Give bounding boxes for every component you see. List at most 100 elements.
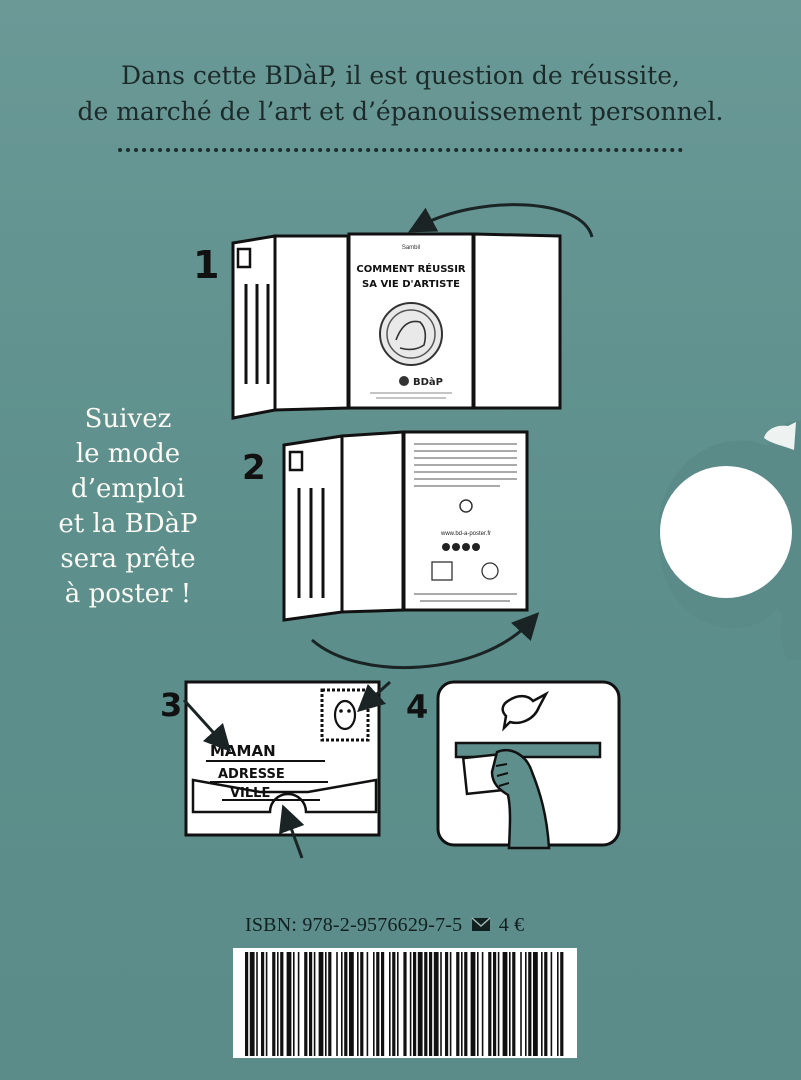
barcode-bar bbox=[509, 952, 511, 1056]
barcode-bar bbox=[481, 952, 484, 1056]
barcode-bar bbox=[560, 952, 564, 1056]
barcode-bar bbox=[533, 952, 538, 1056]
barcode-bar bbox=[464, 952, 468, 1056]
portrait-medallion-icon bbox=[379, 302, 443, 366]
booklet-1-right-panel bbox=[472, 232, 562, 410]
booklet-2-back-page bbox=[402, 430, 529, 612]
instructions-line-5: sera prête bbox=[60, 544, 196, 574]
dove-icon bbox=[501, 690, 550, 732]
booklet-2-window-icon bbox=[288, 450, 304, 472]
booklet-title-line-1: COMMENT RÉUSSIR bbox=[356, 262, 466, 275]
barcode-bar bbox=[381, 952, 385, 1056]
intro-text: Dans cette BDàP, il est question de réus… bbox=[0, 58, 801, 130]
barcode-bar bbox=[429, 952, 433, 1056]
barcode-bar bbox=[557, 952, 559, 1056]
barcode-bar bbox=[502, 952, 508, 1056]
booklet-2-inner-panel bbox=[340, 430, 405, 614]
mail-slot bbox=[454, 741, 602, 759]
barcode-bar bbox=[336, 952, 338, 1056]
step-3-number: 3 bbox=[160, 686, 182, 724]
barcode-bar bbox=[344, 952, 348, 1056]
booklet-2-spine bbox=[282, 434, 344, 622]
stamp-arrow bbox=[357, 680, 392, 713]
instructions-line-2: le mode bbox=[75, 439, 181, 469]
barcode-bar bbox=[280, 952, 284, 1056]
barcode-bar bbox=[477, 952, 479, 1056]
price: 4 € bbox=[498, 914, 525, 936]
envelope-address: ADRESSE bbox=[218, 767, 285, 782]
barcode-bar bbox=[520, 952, 522, 1056]
step-4-number: 4 bbox=[406, 688, 428, 726]
barcode-bar bbox=[409, 952, 412, 1056]
instructions-line-6: à poster ! bbox=[64, 579, 192, 609]
dotted-divider bbox=[118, 148, 683, 152]
intro-line-1: Dans cette BDàP, il est question de réus… bbox=[121, 61, 680, 90]
booklet-website: www.bd-a-poster.fr bbox=[440, 531, 491, 537]
barcode-bar bbox=[449, 952, 452, 1056]
fold-arrow-2 bbox=[311, 612, 540, 669]
barcode-bar bbox=[304, 952, 308, 1056]
envelope-name: MAMAN bbox=[210, 742, 276, 760]
booklet-title-line-2: SA VIE D'ARTISTE bbox=[362, 279, 460, 290]
barcode-bar bbox=[265, 952, 268, 1056]
barcode-bar bbox=[397, 952, 399, 1056]
thumb-cutout bbox=[660, 466, 792, 598]
barcode-bar bbox=[249, 952, 255, 1056]
booklet-author: Sambil bbox=[402, 245, 420, 251]
barcode-bar bbox=[360, 952, 364, 1056]
barcode-bar bbox=[272, 952, 276, 1056]
barcode-bar bbox=[488, 952, 492, 1056]
barcode-bar bbox=[349, 952, 354, 1056]
pull-tab[interactable] bbox=[656, 420, 801, 660]
barcode-bar bbox=[357, 952, 359, 1056]
barcode-bar bbox=[497, 952, 500, 1056]
barcode-bar bbox=[528, 952, 532, 1056]
fold-arrow-1 bbox=[408, 203, 594, 238]
barcode-bar bbox=[392, 952, 396, 1056]
partner-logo-icon bbox=[481, 562, 499, 580]
seal-arrow bbox=[278, 804, 305, 859]
barcode-bar bbox=[328, 952, 332, 1056]
barcode-bar bbox=[493, 952, 497, 1056]
instructions-text: Suivez le mode d’emploi et la BDàP sera … bbox=[28, 402, 228, 612]
barcode-bar bbox=[461, 952, 463, 1056]
stamp-icon bbox=[320, 688, 370, 742]
publisher-logo-icon bbox=[431, 561, 453, 581]
barcode-bar bbox=[389, 952, 391, 1056]
barcode-bar bbox=[525, 952, 527, 1056]
barcode-bar bbox=[470, 952, 476, 1056]
barcode-bar bbox=[366, 952, 369, 1056]
step-1-number: 1 bbox=[193, 243, 219, 287]
social-icon-4 bbox=[472, 543, 480, 551]
step-2-number: 2 bbox=[242, 448, 266, 488]
barcode-bar bbox=[544, 952, 548, 1056]
booklet-brand: BDàP bbox=[413, 376, 443, 388]
barcode-bar bbox=[456, 952, 460, 1056]
barcode-bar bbox=[550, 952, 553, 1056]
barcode-bar bbox=[541, 952, 543, 1056]
barcode-bar bbox=[286, 952, 292, 1056]
barcode-bar bbox=[313, 952, 316, 1056]
social-icon-1 bbox=[442, 543, 450, 551]
barcode-bar bbox=[373, 952, 375, 1056]
barcode-bar bbox=[424, 952, 428, 1056]
barcode-bar bbox=[512, 952, 516, 1056]
barcode-bar bbox=[309, 952, 313, 1056]
booklet-1-left-panel bbox=[273, 234, 350, 412]
bdap-logo-icon bbox=[399, 376, 409, 386]
barcode-bar bbox=[445, 952, 449, 1056]
barcode-bar bbox=[376, 952, 380, 1056]
barcode-bar bbox=[325, 952, 327, 1056]
intro-line-2: de marché de l’art et d’épanouissement p… bbox=[77, 97, 724, 126]
barcode-bars bbox=[245, 952, 564, 1056]
envelope-city: VILLE bbox=[230, 786, 270, 801]
hand-icon bbox=[490, 749, 551, 850]
social-icon-2 bbox=[452, 543, 460, 551]
barcode-bar bbox=[433, 952, 439, 1056]
barcode-bar bbox=[417, 952, 423, 1056]
barcode-bar bbox=[413, 952, 417, 1056]
barcode-bar bbox=[440, 952, 442, 1056]
mail-envelope-icon bbox=[471, 917, 491, 931]
torn-edge-icon bbox=[764, 422, 796, 450]
